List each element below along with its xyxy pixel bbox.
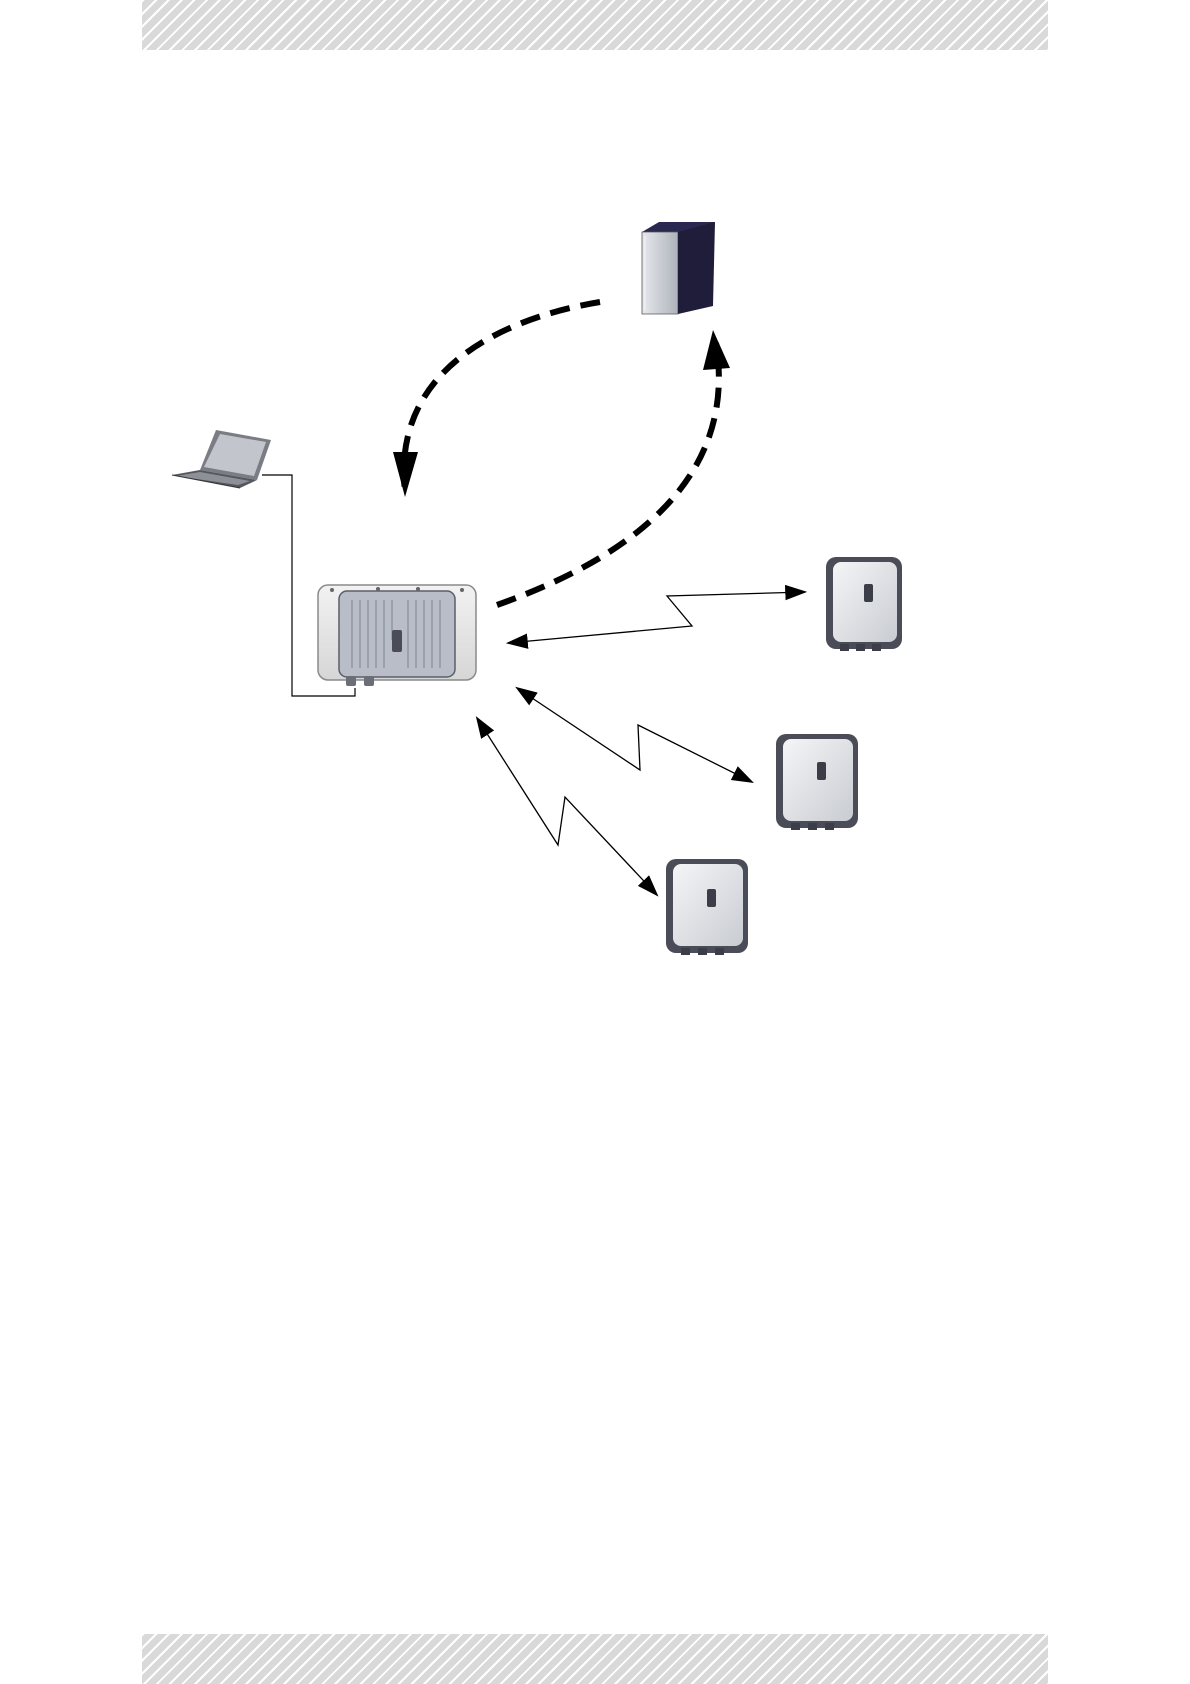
subscriber-unit-icon (666, 859, 748, 955)
wireless-link-subscriber-2 (517, 688, 752, 782)
dashed-link-server-to-base (404, 302, 600, 492)
wireless-link-subscriber-1 (508, 592, 805, 643)
dashed-link-base-to-server (497, 343, 719, 605)
server-tower-icon (642, 222, 715, 314)
laptop-icon (172, 430, 271, 488)
subscriber-unit-icon (776, 734, 858, 830)
arrowhead-up-icon (703, 330, 730, 370)
subscriber-unit-icon (826, 557, 902, 651)
outdoor-base-station-icon (318, 585, 476, 686)
arrowhead-down-icon (393, 452, 418, 497)
wireless-link-subscriber-3 (477, 718, 657, 895)
